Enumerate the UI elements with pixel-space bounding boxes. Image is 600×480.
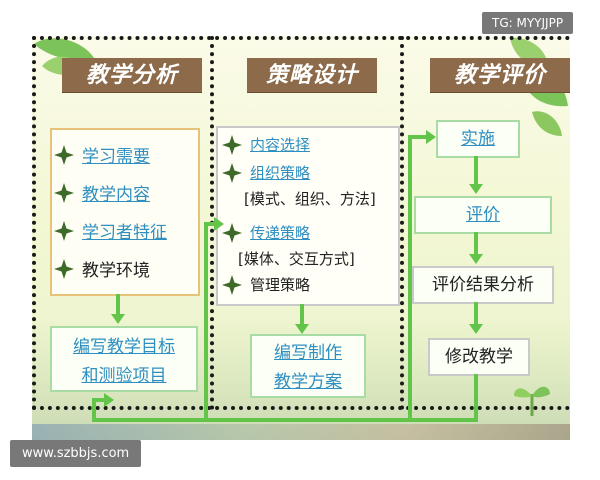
watermark-top-right: TG: MYYJJPP	[482, 12, 574, 34]
arrow-analysis-down	[116, 294, 120, 316]
loop-into-analysis	[92, 398, 106, 402]
arrow-strategy-down-head	[295, 324, 309, 334]
arrow-eval-2-head	[469, 254, 483, 264]
analysis-output-line2[interactable]: 和测验项目	[81, 366, 167, 386]
four-point-star-icon	[54, 220, 74, 241]
strategy-item-label: 管理策略	[250, 276, 311, 294]
loop-into-strategy	[204, 222, 216, 226]
four-point-star-icon	[222, 162, 242, 183]
loop-up-to-analysis	[92, 398, 96, 422]
sprout-decoration	[514, 386, 550, 416]
flowchart-canvas: 教学分析 策略设计 教学评价 学习需要 教学内容 学习者特征 教学环境 编写教学…	[32, 36, 570, 440]
header-strategy: 策略设计	[247, 58, 377, 92]
analysis-item-learner-traits[interactable]: 学习者特征	[54, 218, 167, 243]
frame-left	[32, 36, 36, 410]
analysis-item-content[interactable]: 教学内容	[54, 180, 150, 205]
arrow-eval-3-head	[469, 324, 483, 334]
four-point-star-icon	[222, 222, 242, 243]
four-point-star-icon	[222, 134, 242, 155]
loop-up-to-strategy	[204, 222, 208, 422]
analysis-item-label: 教学环境	[82, 261, 150, 281]
eval-step-result-analysis: 评价结果分析	[412, 266, 554, 304]
analysis-panel	[50, 128, 200, 296]
analysis-item-label[interactable]: 学习者特征	[82, 223, 167, 243]
arrow-strategy-down	[300, 304, 304, 326]
divider-2	[400, 36, 404, 410]
loop-into-strategy-head	[214, 217, 224, 231]
loop-up-to-eval	[408, 136, 412, 422]
arrow-eval-1	[474, 156, 478, 186]
analysis-item-environment: 教学环境	[54, 256, 150, 281]
loop-into-eval	[408, 135, 428, 139]
four-point-star-icon	[54, 144, 74, 165]
strategy-panel	[216, 126, 400, 306]
strategy-item-label[interactable]: 传递策略	[250, 224, 311, 242]
strategy-item-label[interactable]: 组织策略	[250, 164, 311, 182]
arrow-analysis-down-head	[111, 314, 125, 324]
analysis-output-box[interactable]: 编写教学目标 和测验项目	[50, 326, 198, 392]
arrow-eval-3	[474, 302, 478, 326]
arrow-eval-2	[474, 232, 478, 256]
four-point-star-icon	[222, 274, 242, 295]
watermark-bottom-left: www.szbbjs.com	[10, 440, 142, 467]
strategy-item-label[interactable]: 内容选择	[250, 136, 311, 154]
loop-eval-down	[474, 374, 478, 420]
strategy-output-line2[interactable]: 教学方案	[274, 372, 342, 392]
eval-step-label[interactable]: 实施	[461, 129, 495, 149]
analysis-item-learning-needs[interactable]: 学习需要	[54, 142, 150, 167]
analysis-item-label[interactable]: 学习需要	[82, 147, 150, 167]
eval-step-implement[interactable]: 实施	[436, 120, 520, 158]
strategy-item-management: 管理策略	[222, 274, 310, 295]
eval-step-revise: 修改教学	[428, 338, 530, 376]
ground-strip	[32, 424, 570, 440]
loop-bottom-line	[92, 418, 478, 422]
strategy-output-box[interactable]: 编写制作 教学方案	[250, 334, 366, 398]
strategy-item-delivery-detail: [媒体、交互方式]	[238, 250, 355, 268]
strategy-item-organization-detail: [模式、组织、方法]	[244, 190, 376, 208]
eval-step-label[interactable]: 评价	[466, 205, 500, 225]
frame-top	[32, 36, 570, 40]
four-point-star-icon	[54, 258, 74, 279]
strategy-item-organization[interactable]: 组织策略	[222, 162, 310, 183]
strategy-output-line1[interactable]: 编写制作	[274, 343, 342, 363]
loop-into-analysis-head	[104, 393, 114, 407]
analysis-output-line1[interactable]: 编写教学目标	[73, 337, 175, 357]
header-evaluation: 教学评价	[430, 58, 570, 92]
eval-step-evaluate[interactable]: 评价	[414, 196, 552, 234]
analysis-item-label[interactable]: 教学内容	[82, 185, 150, 205]
loop-into-eval-head	[426, 130, 436, 144]
eval-step-label: 修改教学	[445, 347, 513, 367]
frame-bottom	[32, 406, 570, 410]
header-analysis: 教学分析	[62, 58, 202, 92]
four-point-star-icon	[54, 182, 74, 203]
strategy-item-delivery[interactable]: 传递策略	[222, 222, 310, 243]
arrow-eval-1-head	[469, 184, 483, 194]
eval-step-label: 评价结果分析	[432, 275, 534, 295]
strategy-item-content-selection[interactable]: 内容选择	[222, 134, 310, 155]
